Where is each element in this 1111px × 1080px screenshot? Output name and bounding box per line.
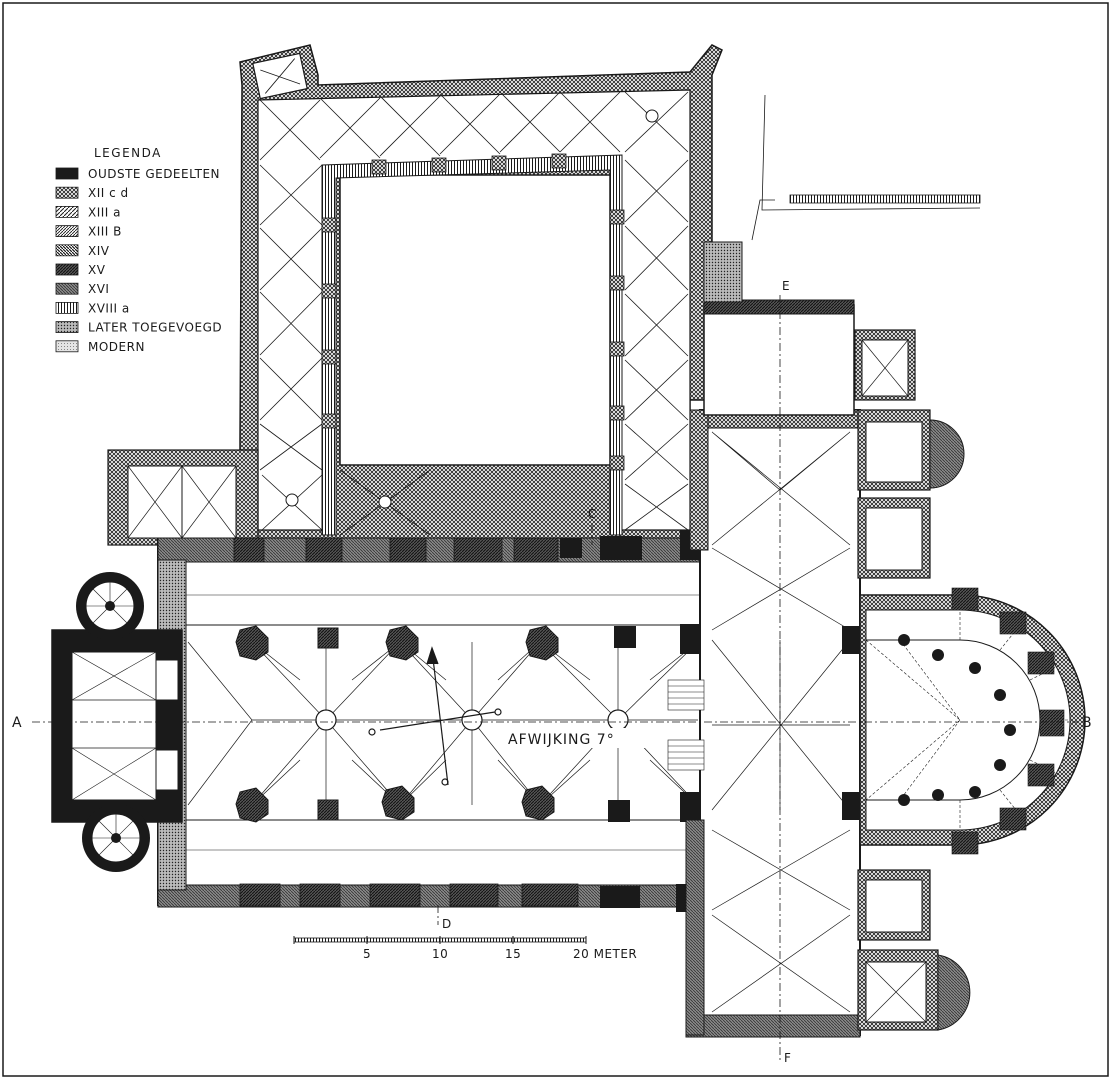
cloister-vaults: [259, 91, 689, 536]
legend-title: LEGENDA: [94, 146, 162, 160]
turret-steps: [86, 582, 140, 856]
nave-stairs: [667, 679, 705, 771]
legend-label: XII c d: [88, 186, 129, 200]
transept: [685, 409, 861, 1038]
nave-piers: [235, 625, 559, 823]
legend-label: XVIII a: [88, 301, 130, 315]
legend-swatch: [55, 263, 79, 276]
choir-chapels: [857, 409, 971, 1031]
marker-b: B: [1082, 715, 1093, 731]
transept-vaults: [711, 431, 851, 1013]
legend-swatch: [55, 186, 79, 199]
legend-label: XIII B: [88, 225, 122, 239]
legend-label: OUDSTE GEDEELTEN: [88, 167, 220, 181]
north-annex: [703, 241, 916, 416]
legend-swatch: [55, 282, 79, 295]
legend-label: MODERN: [88, 340, 145, 354]
cloister: [239, 44, 723, 541]
boss: [645, 109, 659, 123]
deviation-label-bg: [505, 728, 655, 748]
legend-swatch: [55, 167, 79, 180]
legend-swatch: [55, 301, 79, 314]
legend-label: XIV: [88, 244, 110, 258]
scale-bar: 5 10 15 20 METER: [293, 936, 637, 961]
legend-label: LATER TOEGEVOEGD: [88, 321, 222, 335]
cloister-piers: [321, 153, 625, 471]
scale-tick-label: 15: [505, 947, 521, 961]
marker-e: E: [782, 279, 790, 293]
legend-label: XIII a: [88, 205, 121, 219]
legend-swatch: [55, 321, 79, 334]
west-annex: [107, 449, 259, 546]
boss: [285, 493, 299, 507]
section-lines: [32, 295, 1078, 1060]
north-arrow: [368, 646, 502, 786]
scale-tick-label: 20 METER: [573, 947, 637, 961]
marker-f: F: [784, 1051, 791, 1065]
marker-a: A: [12, 715, 23, 731]
ambulatory-buttresses: [951, 587, 1065, 855]
legend-swatch: [55, 340, 79, 353]
legend-label: XVI: [88, 282, 109, 296]
deviation-label: AFWIJKING 7°: [508, 732, 615, 748]
marker-c: C: [588, 507, 597, 521]
legend-swatch: [55, 244, 79, 257]
legend-swatch: [55, 225, 79, 238]
scale-tick-label: 5: [363, 947, 371, 961]
legend: LEGENDA OUDSTE GEDEELTEN XII c d XIII a XII…: [55, 146, 222, 354]
wall-piers: [233, 537, 579, 907]
legend-swatch: [55, 205, 79, 218]
marker-d: D: [442, 917, 452, 931]
boundary-lines: [751, 94, 981, 241]
boss: [378, 495, 392, 509]
nave-bosses: [315, 709, 629, 731]
choir-pillars: [898, 634, 1016, 806]
legend-label: XV: [88, 263, 106, 277]
scale-tick-label: 10: [432, 947, 448, 961]
